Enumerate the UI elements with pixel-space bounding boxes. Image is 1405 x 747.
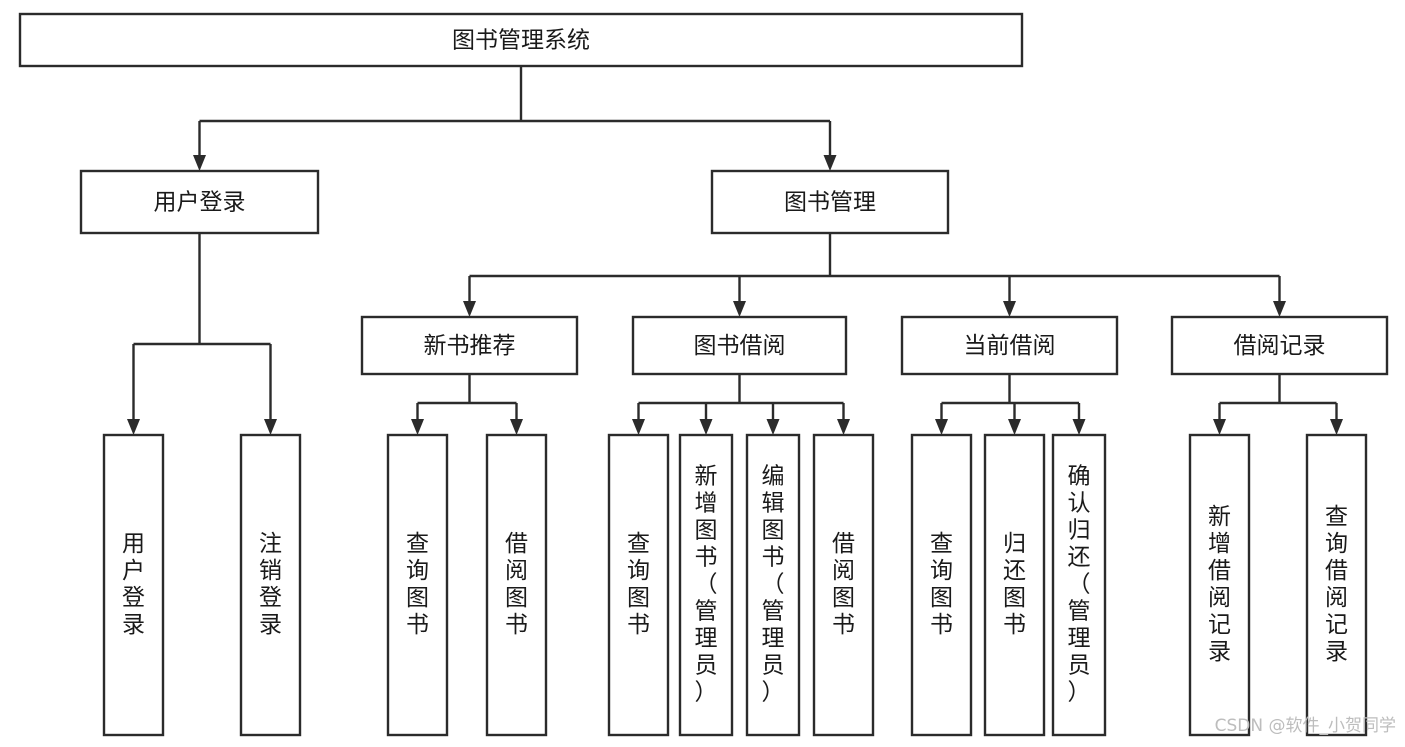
node-box[interactable] <box>386 433 449 737</box>
node-leaf-cb-query-book[interactable]: 查询图书 <box>910 433 973 737</box>
arrow-head-icon <box>837 419 850 435</box>
node-leaf-br-query-record[interactable]: 查询借阅记录 <box>1305 433 1368 737</box>
node-leaf-user-login[interactable]: 用户登录 <box>102 433 165 737</box>
node-leaf-cb-return-book[interactable]: 归还图书 <box>983 433 1046 737</box>
node-label: 注销登录 <box>259 531 282 638</box>
arrow-head-icon <box>1213 419 1226 435</box>
node-box[interactable] <box>18 12 1024 68</box>
node-label: 借阅图书 <box>505 531 528 638</box>
arrow-head-icon <box>264 419 277 435</box>
node-box[interactable] <box>631 315 848 376</box>
node-label: 新增借阅记录 <box>1208 504 1231 665</box>
node-label: 查询图书 <box>627 531 650 638</box>
node-label: 新书推荐 <box>424 333 516 359</box>
node-box[interactable] <box>1188 433 1251 737</box>
node-box[interactable] <box>678 433 734 737</box>
arrow-head-icon <box>733 301 746 317</box>
node-box[interactable] <box>1051 433 1107 737</box>
node-label: 用户登录 <box>122 531 145 638</box>
arrow-head-icon <box>632 419 645 435</box>
node-box[interactable] <box>239 433 302 737</box>
node-leaf-cb-confirm-return[interactable]: 确认归还（管理员） <box>1051 433 1107 737</box>
node-box[interactable] <box>745 433 801 737</box>
node-box[interactable] <box>983 433 1046 737</box>
node-label: 查询借阅记录 <box>1325 504 1348 665</box>
connector-group <box>1213 374 1343 435</box>
node-leaf-bb-edit-book[interactable]: 编辑图书（管理员） <box>745 433 801 737</box>
node-label: 查询图书 <box>930 531 953 638</box>
arrow-head-icon <box>510 419 523 435</box>
arrow-head-icon <box>463 301 476 317</box>
node-label: 用户登录 <box>154 190 246 216</box>
node-box[interactable] <box>360 315 579 376</box>
connector-group <box>127 233 277 435</box>
node-box[interactable] <box>485 433 548 737</box>
arrow-head-icon <box>699 419 713 435</box>
node-label: 查询图书 <box>406 531 429 638</box>
connector-group <box>632 374 850 435</box>
node-label: 新增图书（管理员） <box>695 464 718 706</box>
node-label: 借阅图书 <box>832 531 855 638</box>
connector-group <box>463 233 1286 317</box>
node-box[interactable] <box>812 433 875 737</box>
node-new-book-rec[interactable]: 新书推荐 <box>360 315 579 376</box>
node-leaf-bb-query-book[interactable]: 查询图书 <box>607 433 670 737</box>
arrow-head-icon <box>1330 419 1343 435</box>
node-box[interactable] <box>607 433 670 737</box>
arrow-head-icon <box>193 155 206 171</box>
node-root[interactable]: 图书管理系统 <box>18 12 1024 68</box>
node-label: 确认归还（管理员） <box>1068 464 1091 706</box>
arrow-head-icon <box>1003 301 1016 317</box>
node-leaf-bb-add-book[interactable]: 新增图书（管理员） <box>678 433 734 737</box>
node-leaf-rec-borrow-book[interactable]: 借阅图书 <box>485 433 548 737</box>
arrow-head-icon <box>766 419 780 435</box>
node-book-borrow[interactable]: 图书借阅 <box>631 315 848 376</box>
connector-group <box>935 374 1086 435</box>
node-box[interactable] <box>910 433 973 737</box>
node-leaf-br-add-record[interactable]: 新增借阅记录 <box>1188 433 1251 737</box>
node-borrow-record[interactable]: 借阅记录 <box>1170 315 1389 376</box>
node-box[interactable] <box>102 433 165 737</box>
node-user-login[interactable]: 用户登录 <box>79 169 320 235</box>
node-label: 图书借阅 <box>694 333 786 359</box>
arrow-head-icon <box>411 419 424 435</box>
arrow-head-icon <box>1008 419 1021 435</box>
connector-group <box>411 374 523 435</box>
node-box[interactable] <box>1305 433 1368 737</box>
node-label: 归还图书 <box>1003 531 1026 638</box>
csdn-watermark: CSDN @软件_小贺同学 <box>1215 716 1396 736</box>
node-label: 图书管理 <box>784 190 876 216</box>
node-leaf-bb-borrow-book[interactable]: 借阅图书 <box>812 433 875 737</box>
node-label: 借阅记录 <box>1234 333 1326 359</box>
node-box[interactable] <box>1170 315 1389 376</box>
connector-lines-layer <box>127 66 1343 435</box>
node-label: 图书管理系统 <box>452 28 590 54</box>
arrow-head-icon <box>823 155 837 171</box>
arrow-head-icon <box>935 419 948 435</box>
connector-group <box>193 66 837 171</box>
arrow-head-icon <box>1072 419 1086 435</box>
arrow-head-icon <box>1273 301 1286 317</box>
node-leaf-user-logout[interactable]: 注销登录 <box>239 433 302 737</box>
arrow-head-icon <box>127 419 140 435</box>
node-boxes-layer: 图书管理系统用户登录图书管理新书推荐图书借阅当前借阅借阅记录用户登录注销登录查询… <box>18 12 1389 737</box>
node-label: 当前借阅 <box>964 333 1056 359</box>
node-label: 编辑图书（管理员） <box>762 464 785 706</box>
node-box[interactable] <box>900 315 1119 376</box>
node-box[interactable] <box>79 169 320 235</box>
node-book-manage[interactable]: 图书管理 <box>710 169 950 235</box>
node-leaf-rec-query-book[interactable]: 查询图书 <box>386 433 449 737</box>
node-current-borrow[interactable]: 当前借阅 <box>900 315 1119 376</box>
node-box[interactable] <box>710 169 950 235</box>
